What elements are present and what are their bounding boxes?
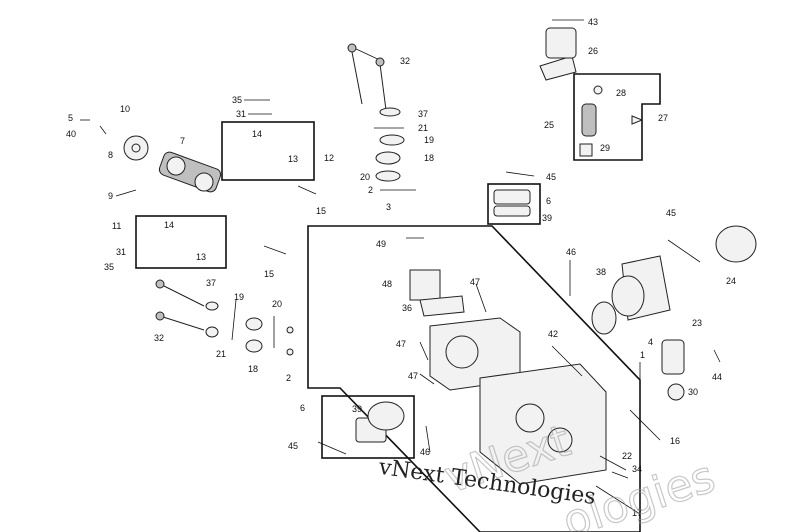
callout-8: 8 xyxy=(108,150,113,160)
callout-20-top: 20 xyxy=(360,172,370,182)
callout-38: 38 xyxy=(596,267,606,277)
callout-31-top: 31 xyxy=(236,109,246,119)
callout-34: 34 xyxy=(632,464,642,474)
callout-28: 28 xyxy=(616,88,626,98)
callout-12: 12 xyxy=(324,153,334,163)
callout-35-top: 35 xyxy=(232,95,242,105)
injector-group-25-frame xyxy=(573,73,661,161)
callout-23: 23 xyxy=(692,318,702,328)
callout-6-top: 6 xyxy=(546,196,551,206)
callout-18-top: 18 xyxy=(424,153,434,163)
callout-35-mid: 35 xyxy=(104,262,114,272)
rocker-shaft-top xyxy=(347,43,387,111)
callout-30: 30 xyxy=(688,387,698,397)
callout-11: 11 xyxy=(112,221,121,231)
intake-manifold xyxy=(591,255,671,335)
callout-5: 5 xyxy=(68,113,73,123)
cylinder-head-block xyxy=(429,317,607,485)
callout-21-top: 21 xyxy=(418,123,428,133)
callout-29: 29 xyxy=(600,143,610,153)
callout-19-lower: 19 xyxy=(234,292,244,302)
callout-4: 4 xyxy=(648,337,653,347)
callout-15-top: 15 xyxy=(316,206,326,216)
callout-39-lower: 39 xyxy=(352,404,362,414)
callout-18-lower: 18 xyxy=(248,364,258,374)
valve-lifter-group-11-frame xyxy=(135,215,227,269)
callout-46-right: 46 xyxy=(566,247,576,257)
callout-37-top: 37 xyxy=(418,109,428,119)
callout-43: 43 xyxy=(588,17,598,27)
callout-45-right: 45 xyxy=(666,208,676,218)
callout-32-lower: 32 xyxy=(154,333,164,343)
gasket-group-6b-frame xyxy=(487,183,541,225)
callout-21-lower: 21 xyxy=(216,349,226,359)
small-gasket xyxy=(493,189,531,217)
callout-25: 25 xyxy=(544,120,554,130)
callout-48: 48 xyxy=(382,279,392,289)
cam-sprocket xyxy=(123,135,149,161)
injector-assembly xyxy=(579,85,644,157)
callout-2-lower: 2 xyxy=(286,373,291,383)
callout-24: 24 xyxy=(726,276,736,286)
callout-16: 16 xyxy=(670,436,680,446)
callout-9: 9 xyxy=(108,191,113,201)
outlet-pipe xyxy=(539,27,577,81)
gasket-group-6-frame xyxy=(321,395,415,459)
hose-clamp xyxy=(715,225,757,263)
callout-49: 49 xyxy=(376,239,386,249)
callout-47-low: 47 xyxy=(408,371,418,381)
valve-spring-stack-top xyxy=(374,107,416,191)
callout-2-top: 2 xyxy=(368,185,373,195)
callout-42: 42 xyxy=(548,329,558,339)
callout-26: 26 xyxy=(588,46,598,56)
callout-40: 40 xyxy=(66,129,76,139)
callout-6-lower: 6 xyxy=(300,403,305,413)
thermostat-housing xyxy=(661,339,685,401)
callout-32-top: 32 xyxy=(400,56,410,66)
callout-10: 10 xyxy=(120,104,130,114)
callout-37-lower: 37 xyxy=(206,278,216,288)
callout-7: 7 xyxy=(180,136,185,146)
callout-36: 36 xyxy=(402,303,412,313)
callout-27: 27 xyxy=(658,113,668,123)
callout-3: 3 xyxy=(386,202,391,212)
valve-spring-stack-lower xyxy=(205,299,294,356)
callout-45-top: 45 xyxy=(546,172,556,182)
cylinder-head-group-frame xyxy=(307,225,641,532)
callout-13-top: 13 xyxy=(288,154,298,164)
callout-22: 22 xyxy=(622,451,632,461)
callout-20-lower: 20 xyxy=(272,299,282,309)
rocker-shaft-lower xyxy=(155,279,205,331)
callout-1: 1 xyxy=(640,350,645,360)
valve-lifter-group-12-frame xyxy=(221,121,315,181)
callout-14-top: 14 xyxy=(252,129,262,139)
callout-46-lower: 46 xyxy=(420,447,430,457)
callout-47-mid: 47 xyxy=(396,339,406,349)
camshaft xyxy=(158,151,222,193)
callout-17: 17 xyxy=(632,508,642,518)
bolts xyxy=(80,19,721,479)
callout-39-top: 39 xyxy=(542,213,552,223)
callout-31-mid: 31 xyxy=(116,247,126,257)
callout-45-lower: 45 xyxy=(288,441,298,451)
callout-14-mid: 14 xyxy=(164,220,174,230)
head-bracket xyxy=(409,269,465,317)
callout-47-top: 47 xyxy=(470,277,480,287)
callout-15-mid: 15 xyxy=(264,269,274,279)
head-gasket xyxy=(355,401,405,443)
callout-13-mid: 13 xyxy=(196,252,206,262)
valves xyxy=(595,409,661,515)
callout-19-top: 19 xyxy=(424,135,434,145)
callout-44: 44 xyxy=(712,372,722,382)
